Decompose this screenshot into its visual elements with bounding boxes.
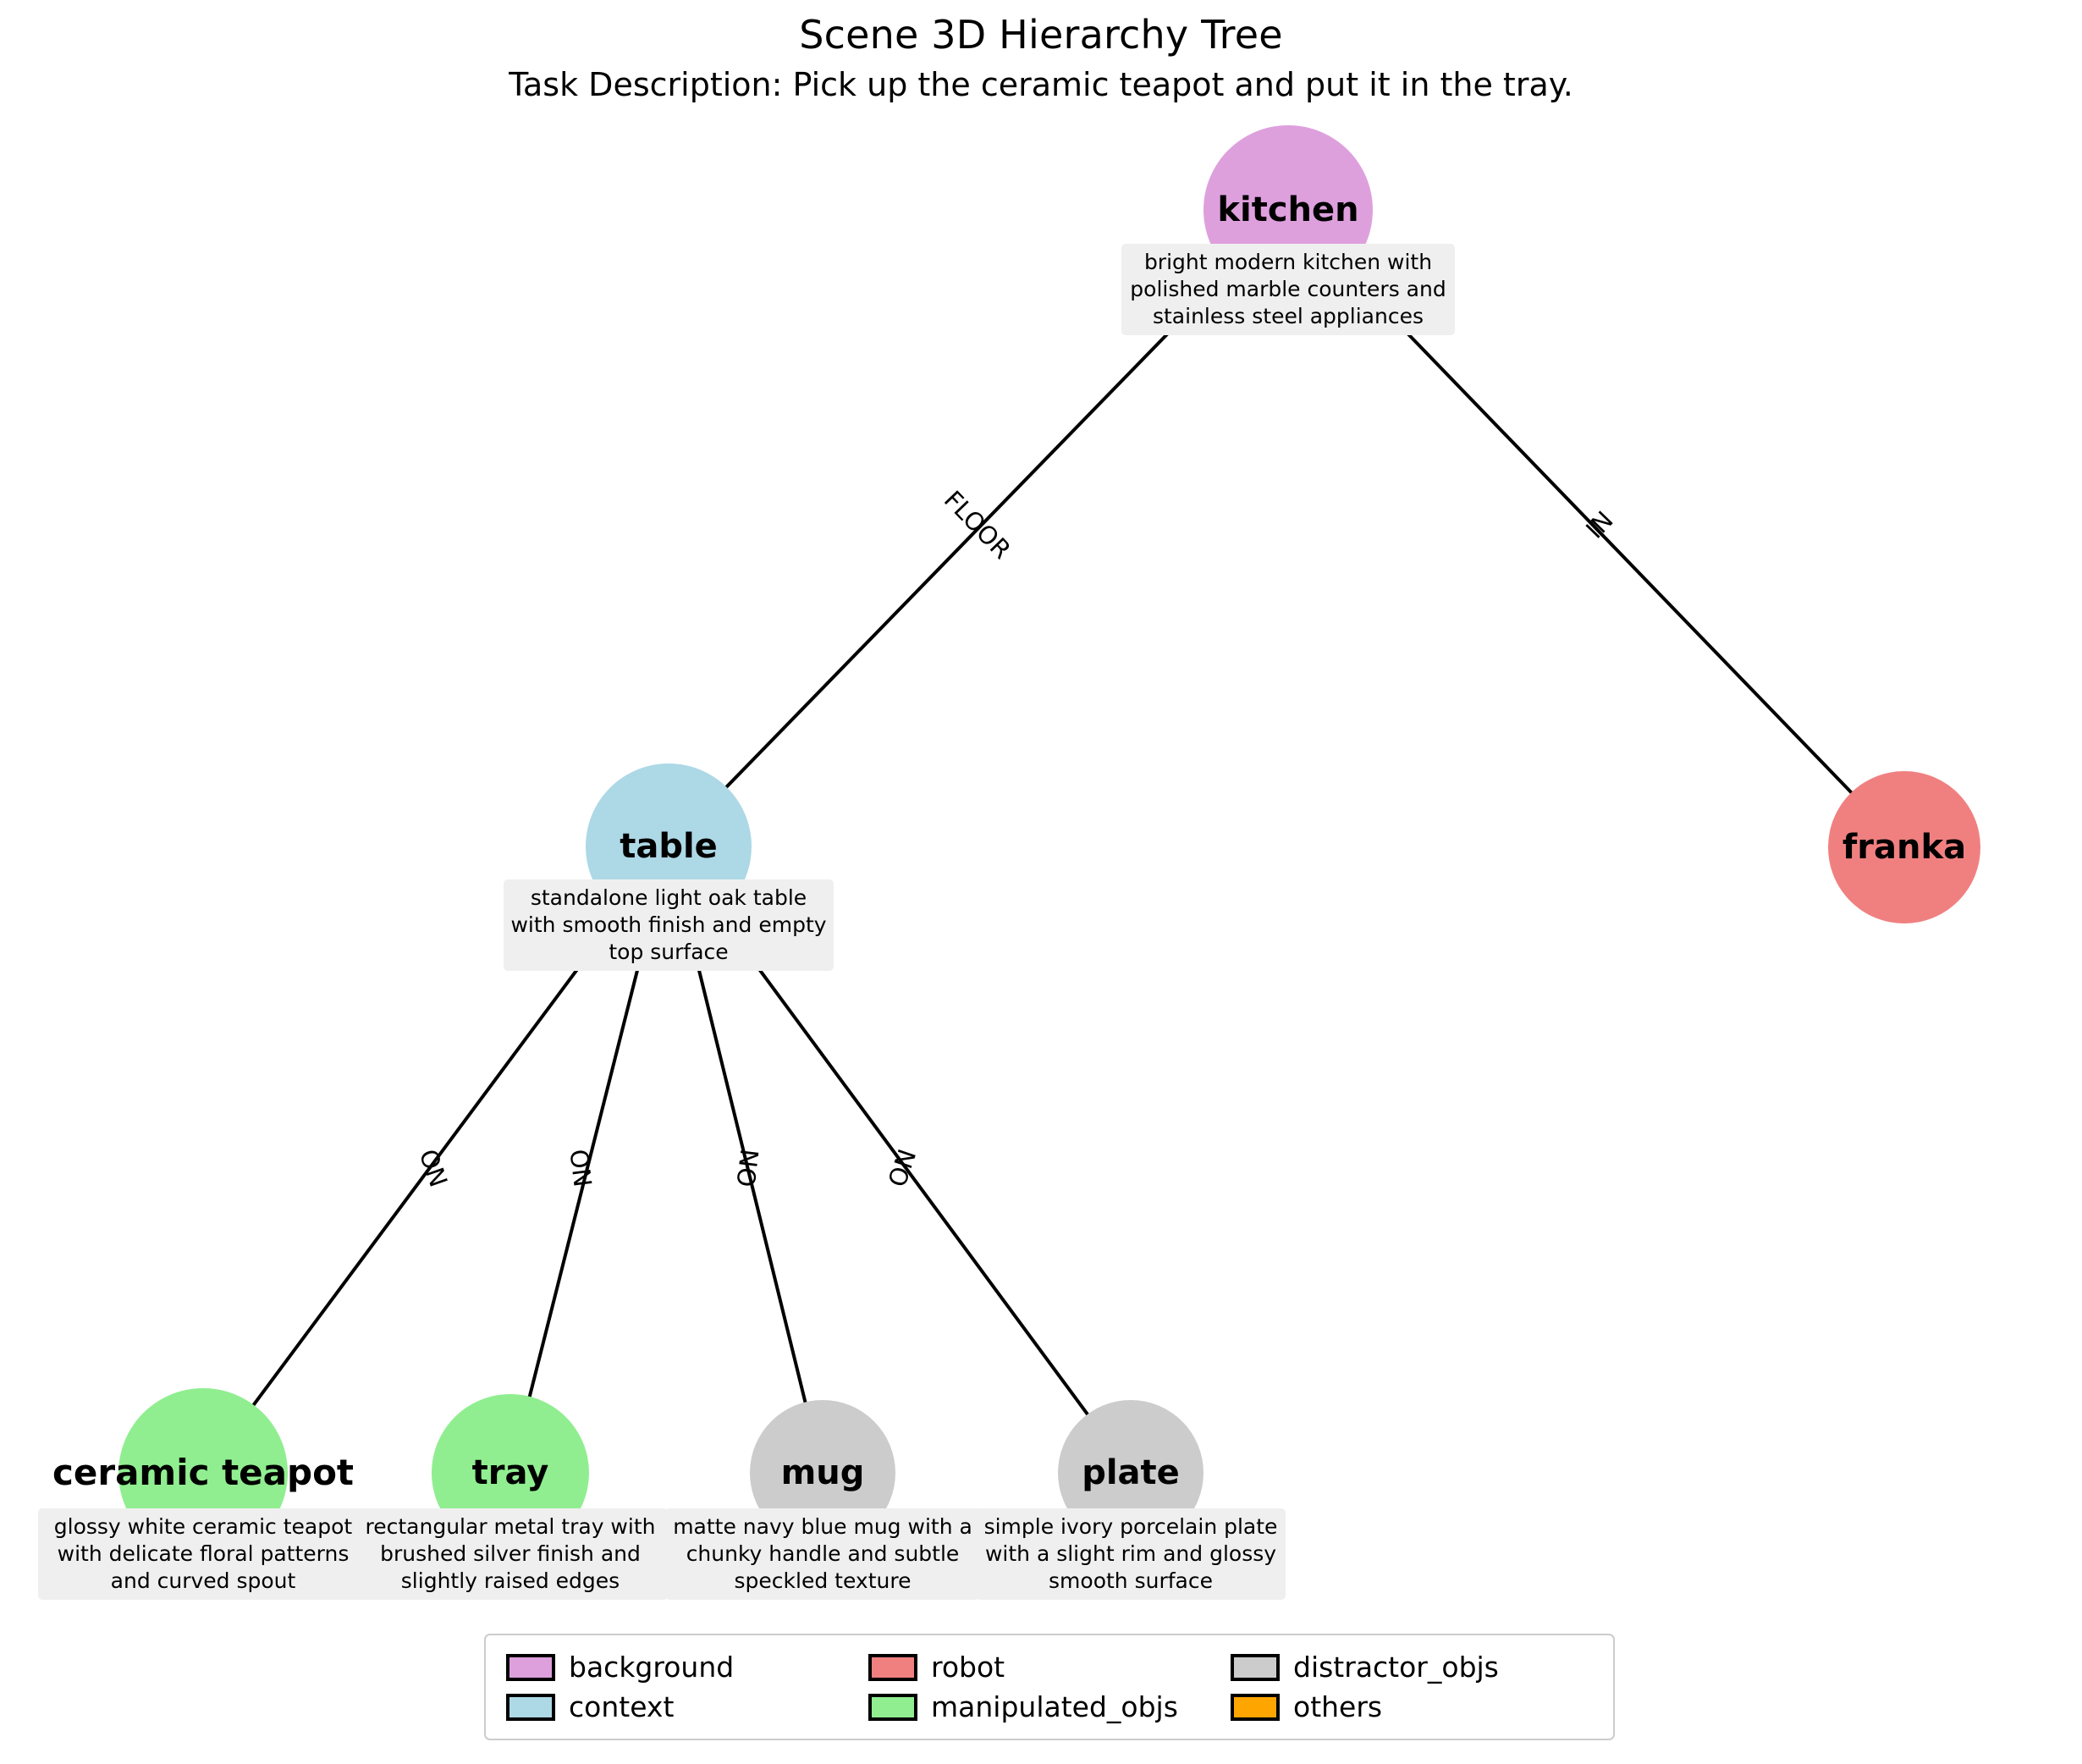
legend-label-manipulated_objs: manipulated_objs bbox=[931, 1690, 1178, 1723]
task-description: Task Description: Pick up the ceramic te… bbox=[509, 66, 1573, 104]
title-block: Scene 3D Hierarchy Tree Task Description… bbox=[0, 12, 2082, 105]
edge-label-table-ceramic_teapot: ON bbox=[413, 1145, 454, 1191]
legend-item-context[interactable]: context bbox=[506, 1690, 868, 1723]
legend-item-distractor_objs[interactable]: distractor_objs bbox=[1231, 1651, 1593, 1684]
node-label-table: table bbox=[620, 827, 718, 866]
legend-item-others[interactable]: others bbox=[1231, 1690, 1593, 1723]
legend-label-distractor_objs: distractor_objs bbox=[1293, 1651, 1499, 1684]
legend-label-robot: robot bbox=[931, 1651, 1005, 1684]
legend-item-manipulated_objs[interactable]: manipulated_objs bbox=[868, 1690, 1231, 1723]
node-description-tray: rectangular metal tray with brushed silv… bbox=[353, 1508, 668, 1600]
node-description-table: standalone light oak table with smooth f… bbox=[504, 879, 834, 971]
legend-swatch-robot bbox=[868, 1653, 917, 1681]
legend-label-context: context bbox=[569, 1690, 675, 1723]
node-description-plate: simple ivory porcelain plate with a slig… bbox=[976, 1508, 1286, 1600]
edge-label-kitchen-franka: IN bbox=[1580, 505, 1619, 544]
legend-swatch-others bbox=[1231, 1693, 1280, 1721]
node-description-ceramic_teapot: glossy white ceramic teapot with delicat… bbox=[38, 1508, 368, 1600]
edge-label-table-mug: ON bbox=[731, 1147, 765, 1189]
legend-item-background[interactable]: background bbox=[506, 1651, 868, 1684]
node-label-franka: franka bbox=[1842, 828, 1967, 867]
edge-label-kitchen-table: FLOOR bbox=[938, 485, 1017, 565]
node-label-tray: tray bbox=[471, 1453, 549, 1492]
node-label-plate: plate bbox=[1082, 1453, 1180, 1492]
legend-label-others: others bbox=[1293, 1690, 1383, 1723]
legend-label-background: background bbox=[569, 1651, 735, 1684]
legend-swatch-manipulated_objs bbox=[868, 1693, 917, 1721]
legend-swatch-context bbox=[506, 1693, 555, 1721]
node-label-ceramic_teapot: ceramic teapot bbox=[52, 1452, 355, 1493]
legend-item-robot[interactable]: robot bbox=[868, 1651, 1231, 1684]
legend-swatch-distractor_objs bbox=[1231, 1653, 1280, 1681]
page-title: Scene 3D Hierarchy Tree bbox=[799, 12, 1283, 58]
node-label-mug: mug bbox=[780, 1453, 865, 1492]
graph-node-franka[interactable]: franka bbox=[1828, 771, 1980, 923]
edge-label-table-tray: ON bbox=[564, 1147, 598, 1189]
edge-label-table-plate: ON bbox=[882, 1145, 923, 1191]
legend-swatch-background bbox=[506, 1653, 555, 1681]
node-description-mug: matte navy blue mug with a chunky handle… bbox=[665, 1508, 980, 1600]
node-label-kitchen: kitchen bbox=[1217, 190, 1359, 229]
node-description-kitchen: bright modern kitchen with polished marb… bbox=[1121, 244, 1455, 335]
